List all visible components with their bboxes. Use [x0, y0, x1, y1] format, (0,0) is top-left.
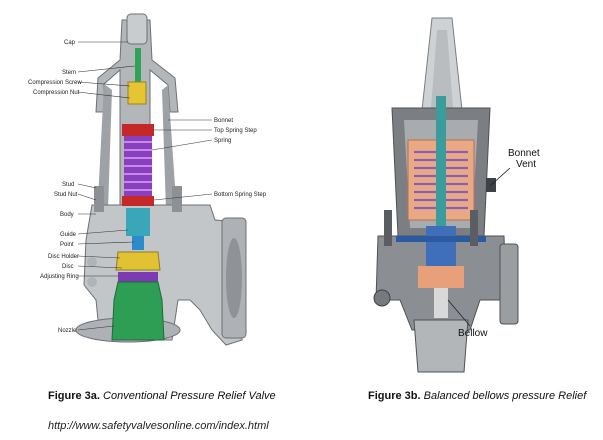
label-disc-holder: Disc Holder [48, 254, 79, 260]
source-url[interactable]: http://www.safetyvalvesonline.com/index.… [48, 420, 269, 432]
label-bottom-spring-step: Bottom Spring Step [214, 192, 267, 198]
label-bonnet-vent-line1: Bonnet [508, 148, 540, 159]
caption-figure-3b-title: Balanced bellows pressure Relief [420, 390, 587, 402]
caption-figure-3a: Figure 3a. Conventional Pressure Relief … [48, 390, 276, 402]
label-guide: Guide [60, 232, 77, 238]
label-top-spring-step: Top Spring Step [214, 128, 257, 134]
label-stud-nut: Stud Nut [54, 192, 78, 198]
caption-figure-3a-number: Figure 3a. [48, 390, 100, 402]
conventional-valve-illustration [75, 13, 247, 346]
label-nozzle: Nozzle [58, 328, 77, 334]
caption-figure-3b: Figure 3b. Balanced bellows pressure Rel… [368, 390, 586, 402]
spring-coils [124, 136, 152, 198]
bellows-valve-illustration [373, 17, 519, 373]
label-bonnet-vent-line2: Vent [516, 159, 536, 170]
label-cap: Cap [64, 40, 76, 46]
label-compression-screw: Compression Screw [28, 80, 82, 86]
label-spring: Spring [214, 138, 231, 144]
label-stem: Stem [62, 70, 76, 76]
caption-figure-3a-title: Conventional Pressure Relief Valve [99, 390, 276, 402]
caption-figure-3b-number: Figure 3b. [368, 390, 421, 402]
label-disc: Disc [62, 264, 74, 270]
label-point: Point [60, 242, 74, 248]
label-bonnet: Bonnet [214, 118, 233, 124]
label-compression-nut: Compression Nut [33, 90, 80, 96]
label-bellow: Bellow [458, 328, 488, 339]
figure-b-leader-lines [447, 167, 511, 327]
label-body: Body [60, 212, 74, 218]
label-stud: Stud [62, 182, 74, 188]
label-adjusting-ring: Adjusting Ring [40, 274, 79, 280]
figure-a-leader-lines [77, 41, 213, 331]
